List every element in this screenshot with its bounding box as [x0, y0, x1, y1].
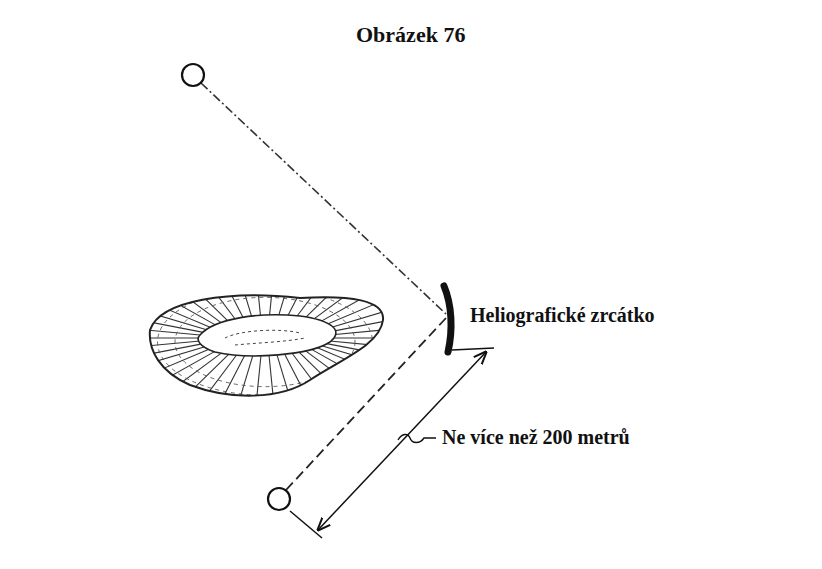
hatch-stroke: [115, 337, 205, 338]
hatch-stroke: [178, 273, 230, 324]
hatch-stroke: [277, 260, 295, 321]
contour-line: [175, 297, 355, 386]
sight-line: [201, 83, 446, 314]
hatch-stroke: [234, 260, 252, 321]
hill-top-contour: [225, 330, 305, 345]
hatch-stroke: [255, 258, 261, 320]
leader-line: [398, 434, 436, 442]
hatch-stroke: [196, 267, 237, 322]
hill-hatching: [115, 258, 415, 418]
hatch-stroke: [196, 354, 237, 409]
figure-title: Obrázek 76: [356, 22, 465, 48]
hatch-stroke: [121, 343, 208, 360]
station-circle: [268, 488, 290, 510]
hatch-stroke: [116, 340, 205, 348]
mirror-symbol: [444, 286, 451, 352]
hatch-stroke: [215, 263, 245, 321]
hatch-stroke: [293, 267, 334, 322]
hatch-stroke: [325, 337, 415, 338]
extension-line: [290, 511, 322, 538]
hatch-stroke: [269, 258, 275, 320]
contour-line: [158, 289, 373, 396]
sight-line: [286, 318, 446, 490]
hatch-stroke: [306, 351, 367, 396]
hatch-stroke: [121, 316, 208, 333]
hill-top: [198, 315, 336, 356]
distance-label: Ne více než 200 metrů: [440, 426, 632, 449]
station-circle: [182, 64, 204, 86]
hatch-stroke: [269, 356, 275, 418]
hatch-stroke: [137, 296, 214, 328]
hatch-stroke: [277, 356, 295, 417]
hill-outline: [150, 295, 383, 395]
hatch-stroke: [312, 349, 382, 388]
hatch-stroke: [137, 347, 214, 379]
mirror-label: Heliografické zrcátko: [468, 304, 657, 327]
hatch-stroke: [285, 355, 315, 413]
extension-line: [452, 348, 494, 350]
